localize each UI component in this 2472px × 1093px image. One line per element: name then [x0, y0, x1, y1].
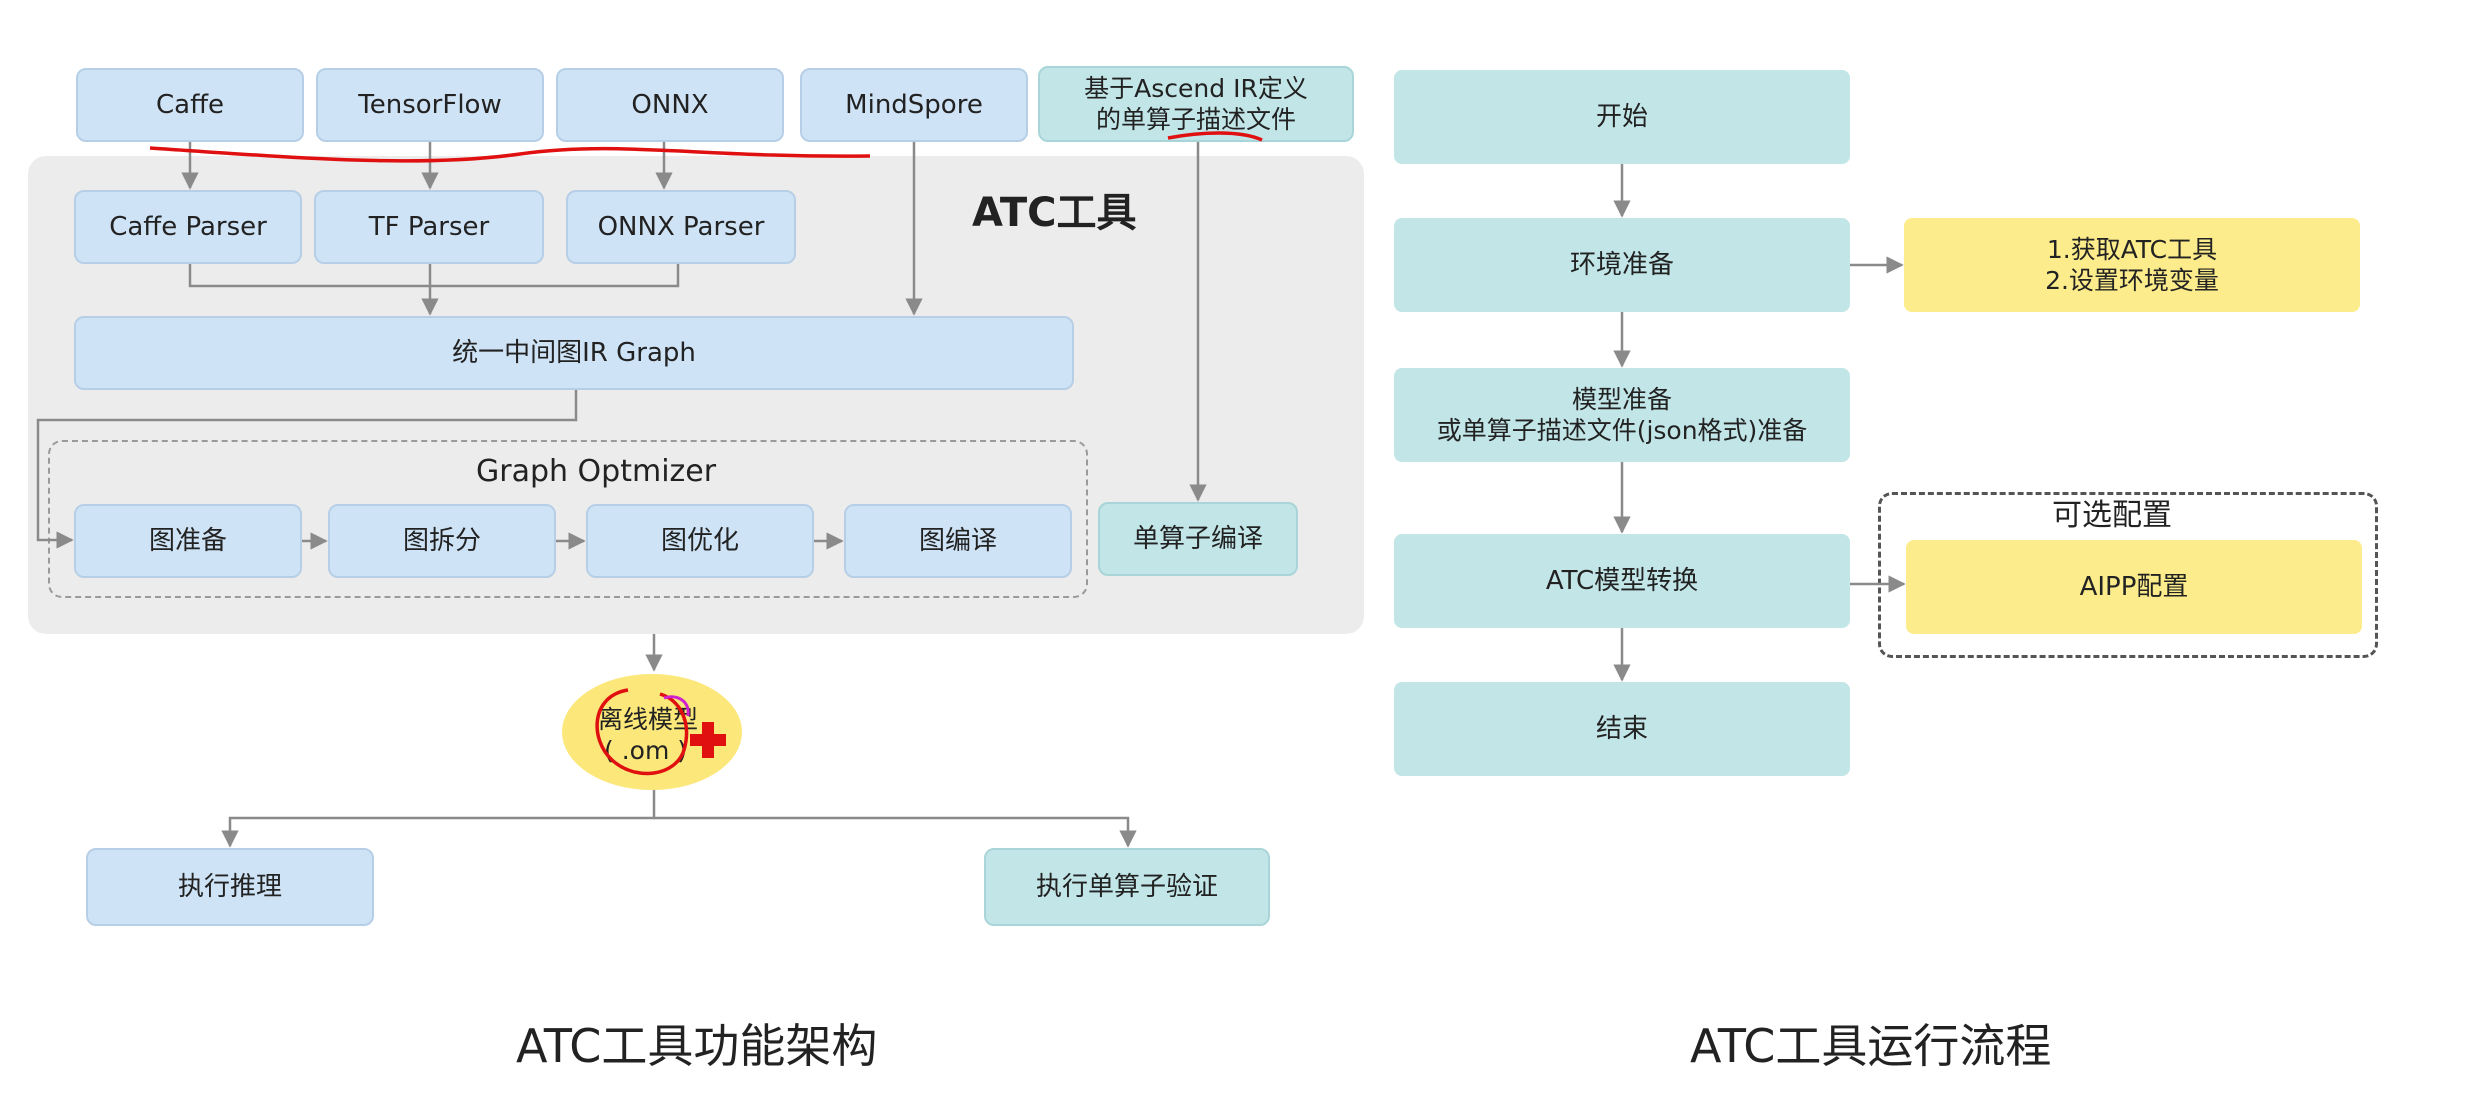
- flow-start: 开始: [1394, 70, 1850, 164]
- flow-env-prepare: 环境准备: [1394, 218, 1850, 312]
- step-graph-prepare: 图准备: [74, 504, 302, 578]
- annotation-magenta-stroke: [663, 695, 690, 717]
- step-graph-split: 图拆分: [328, 504, 556, 578]
- onnx-parser: ONNX Parser: [566, 190, 796, 264]
- annotation-red-underline-descriptor: [1167, 131, 1263, 142]
- annotation-red-circle-offline-model: [595, 688, 689, 776]
- optional-config-group: [1878, 492, 2378, 658]
- flow-atc-convert: ATC模型转换: [1394, 534, 1850, 628]
- tf-parser: TF Parser: [314, 190, 544, 264]
- red-cross-cursor-icon: [690, 722, 726, 758]
- offline-model-split-line: [221, 790, 656, 848]
- input-onnx: ONNX: [556, 68, 784, 142]
- input-caffe: Caffe: [76, 68, 304, 142]
- parser-merge-line: [188, 264, 680, 288]
- execute-inference: 执行推理: [86, 848, 374, 926]
- step-graph-compile: 图编译: [844, 504, 1072, 578]
- atc-panel-title: ATC工具: [972, 190, 1137, 236]
- execute-single-op-verify: 执行单算子验证: [984, 848, 1270, 926]
- optional-config-title: 可选配置: [2052, 498, 2172, 533]
- offline-model-ext: ( .om ): [604, 736, 687, 765]
- flow-end: 结束: [1394, 682, 1850, 776]
- caffe-parser: Caffe Parser: [74, 190, 302, 264]
- arch-caption: ATC工具功能架构: [516, 1019, 878, 1073]
- step-graph-optimize: 图优化: [586, 504, 814, 578]
- aipp-config: AIPP配置: [1906, 540, 2362, 634]
- single-op-compile: 单算子编译: [1098, 502, 1298, 576]
- env-prepare-notes: 1.获取ATC工具 2.设置环境变量: [1904, 218, 2360, 312]
- input-ascend-ir-descriptor: 基于Ascend IR定义 的单算子描述文件: [1038, 66, 1354, 142]
- arrow-ir-to-optimizer: [36, 390, 578, 549]
- input-mindspore: MindSpore: [800, 68, 1028, 142]
- graph-optimizer-title: Graph Optmizer: [476, 454, 717, 489]
- flow-caption: ATC工具运行流程: [1690, 1019, 2052, 1073]
- arrow-offline-to-verify: [654, 816, 1137, 848]
- annotation-red-underline-frameworks: [149, 146, 871, 163]
- flow-model-prepare: 模型准备 或单算子描述文件(json格式)准备: [1394, 368, 1850, 462]
- input-tensorflow: TensorFlow: [316, 68, 544, 142]
- ir-graph: 统一中间图IR Graph: [74, 316, 1074, 390]
- graph-optimizer-group: [48, 440, 1088, 598]
